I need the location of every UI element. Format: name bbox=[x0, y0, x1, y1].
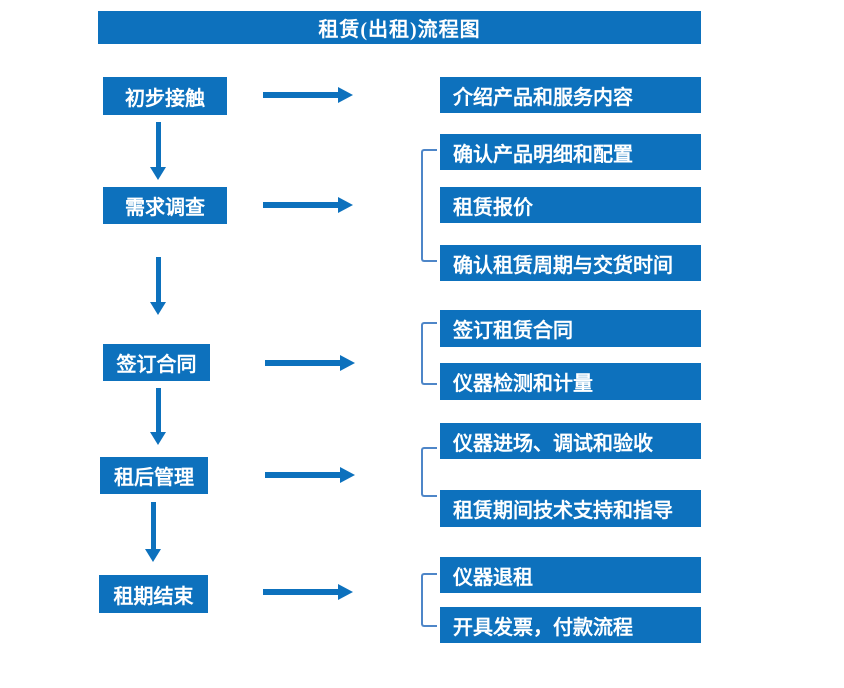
step-box-demand-survey: 需求调查 bbox=[103, 187, 227, 224]
detail-box-instrument-testing: 仪器检测和计量 bbox=[440, 363, 701, 400]
group-bracket-sign-contract bbox=[421, 322, 437, 385]
step-box-post-rental-management: 租后管理 bbox=[100, 457, 208, 494]
group-bracket-demand-survey bbox=[421, 149, 437, 262]
right-arrow-icon bbox=[265, 355, 355, 371]
right-arrow-icon bbox=[265, 467, 355, 483]
detail-box-confirm-product-config: 确认产品明细和配置 bbox=[440, 134, 701, 170]
step-box-initial-contact: 初步接触 bbox=[103, 77, 227, 115]
down-arrow-icon bbox=[150, 257, 167, 315]
detail-box-instrument-return: 仪器退租 bbox=[440, 557, 701, 593]
group-bracket-rental-end bbox=[421, 573, 437, 627]
right-arrow-icon bbox=[263, 584, 353, 600]
step-box-rental-end: 租期结束 bbox=[99, 575, 208, 613]
detail-box-introduce-products: 介绍产品和服务内容 bbox=[440, 77, 701, 113]
right-arrow-icon bbox=[263, 87, 353, 103]
right-arrow-icon bbox=[263, 197, 353, 213]
step-box-sign-contract: 签订合同 bbox=[103, 344, 210, 381]
detail-box-instrument-setup-acceptance: 仪器进场、调试和验收 bbox=[440, 423, 701, 459]
detail-box-rental-quote: 租赁报价 bbox=[440, 187, 701, 223]
detail-box-tech-support: 租赁期间技术支持和指导 bbox=[440, 490, 701, 527]
detail-box-sign-rental-contract: 签订租赁合同 bbox=[440, 310, 701, 347]
down-arrow-icon bbox=[145, 502, 162, 562]
detail-box-invoice-payment: 开具发票，付款流程 bbox=[440, 607, 701, 643]
detail-box-confirm-period-delivery: 确认租赁周期与交货时间 bbox=[440, 245, 701, 281]
down-arrow-icon bbox=[150, 122, 167, 180]
group-bracket-post-rental bbox=[421, 447, 437, 497]
down-arrow-icon bbox=[150, 388, 167, 445]
flowchart-title: 租赁(出租)流程图 bbox=[98, 11, 701, 44]
